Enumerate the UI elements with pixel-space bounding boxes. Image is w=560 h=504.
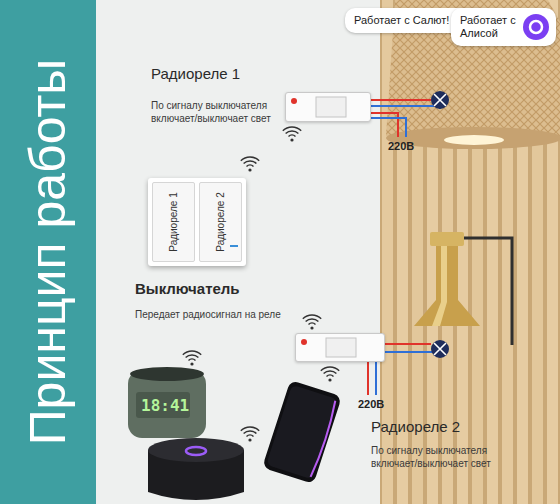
switch-key: Радиореле 2 [199,182,242,262]
key-label: Радиореле 2 [216,192,226,251]
badge-text: Работает с Салют! [354,14,449,27]
device-heading: Выключатель [135,280,335,298]
lamp-cap [430,232,464,246]
lamp-cross [434,94,446,106]
lamp-symbol [431,91,449,109]
smart-speaker [148,438,244,500]
lamp-body [414,246,480,326]
voltage-label: 220В [358,398,384,410]
switch-plate: Радиореле 1Радиореле 2ВыключательПередае… [148,178,246,266]
device-description: По сигналу выключателя включает/выключае… [151,99,283,125]
title: Принцип работы [23,59,73,446]
speaker-top [148,438,244,462]
live-wire [371,99,431,101]
live-wire [367,362,369,395]
phone-body [262,380,342,484]
pendant-lamp [414,232,512,345]
lamp-highlight [432,246,447,326]
live-wire [385,343,431,345]
radio-wave [321,367,339,382]
neutral-wire [371,118,406,137]
radio-wave [283,127,301,142]
radio-wave [241,157,259,172]
radio-wave [183,351,201,366]
speaker-top [130,367,204,381]
voltage-label: 220В [388,140,414,152]
phone-screen [266,385,338,480]
device-description: По сигналу выключателя включает/выключае… [371,444,511,470]
device-description: Передает радиосигнал на реле [135,308,345,321]
spec-sticker [326,338,356,357]
alice-logo [522,13,550,41]
key-label: Радиореле 1 [169,192,179,251]
relay-device: Радиореле 2По сигналу выключателя включа… [295,333,385,362]
live-wire [371,113,398,137]
alice-ring [186,447,206,455]
indicator-mark [230,245,238,247]
neutral-wire [371,106,440,109]
device-heading: Радиореле 1 [151,65,321,83]
relay-face [286,93,370,121]
lamp-rod [458,238,512,345]
spec-sticker [316,97,346,117]
device-heading: Радиореле 2 [371,418,541,436]
relay-face [296,334,384,361]
speaker-display [136,392,190,418]
smartphone [262,380,342,484]
lamp-symbol [431,340,449,358]
badge: Работает с Алисой [451,8,556,46]
status-led [291,98,297,104]
radio-wave [303,315,321,330]
bulb-glow [444,135,504,145]
radio-wave [241,427,259,442]
neutral-wire [375,362,377,395]
status-led [301,339,307,345]
lamp-cross [434,343,446,355]
title-band: Принцип работы [0,0,96,504]
switch-key: Радиореле 1 [152,182,195,262]
screen-glow [311,401,338,478]
wiring-1 [371,91,449,137]
badge-text: Работает с Алисой [460,14,518,40]
logo-ring [530,21,542,33]
neutral-wire [385,351,436,353]
clock-speaker [128,367,206,438]
clock-digits: 18:41 [141,396,189,415]
relay-device: Радиореле 1По сигналу выключателя включа… [285,92,371,122]
logo-disc [523,14,549,40]
